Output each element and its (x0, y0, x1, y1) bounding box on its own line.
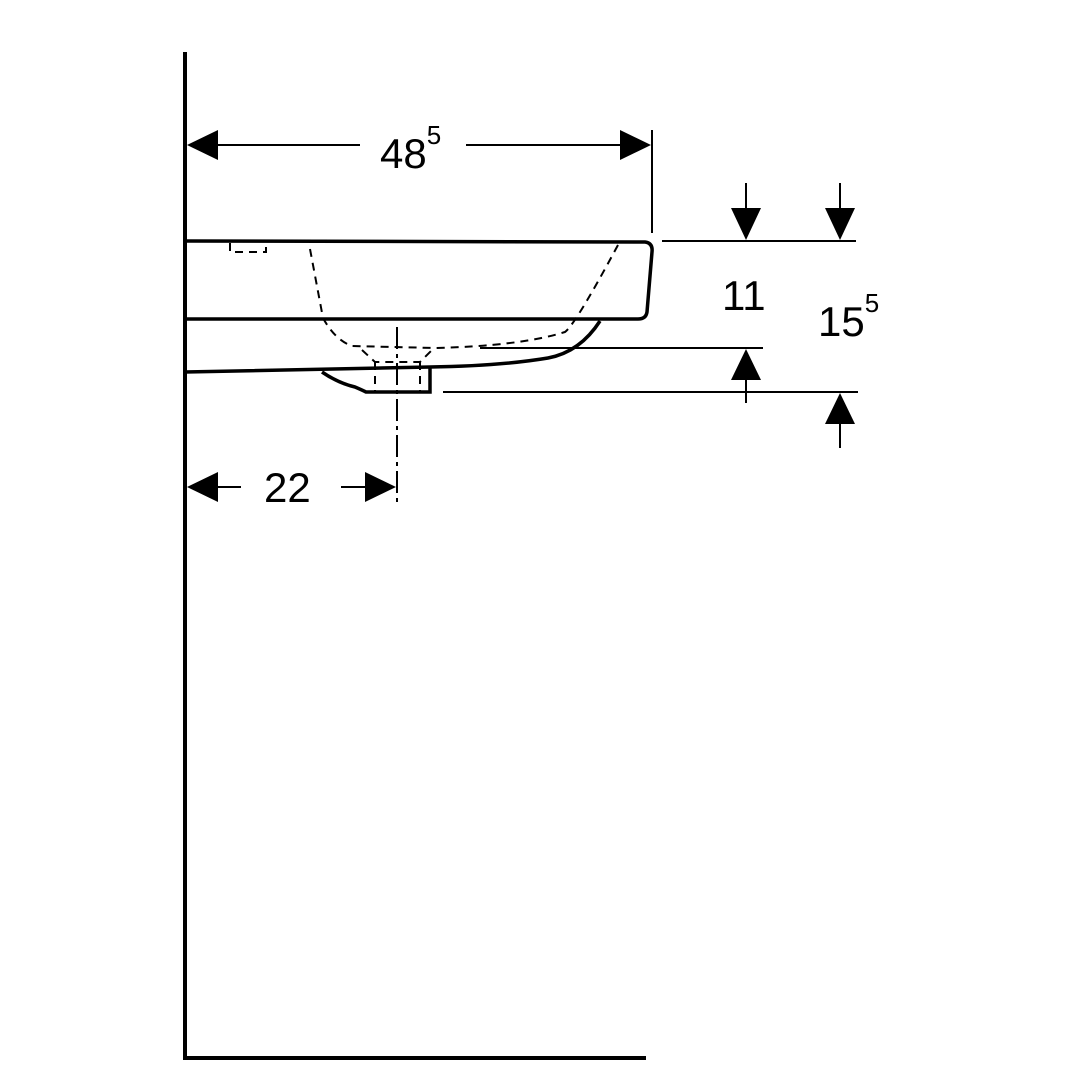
basin-underside (184, 320, 602, 374)
basin-outline (184, 239, 654, 321)
total-height-dimension: 155 (818, 288, 879, 345)
arrow-right-icon (365, 472, 396, 502)
arrow-right-icon (620, 130, 651, 160)
drain-body (321, 367, 432, 394)
arrow-down-icon (731, 208, 761, 240)
bowl-height-dimension: 11 (722, 272, 766, 319)
dimension-arrows (187, 130, 855, 502)
arrow-left-icon (187, 130, 218, 160)
arrow-down-icon (825, 208, 855, 240)
arrow-up-icon (731, 349, 761, 380)
width-dimension: 485 (380, 120, 441, 177)
drain-offset-dimension: 22 (264, 464, 311, 511)
arrow-up-icon (825, 393, 855, 424)
arrow-left-icon (187, 472, 218, 502)
dimension-lines (215, 130, 858, 488)
hidden-bowl-lines (229, 243, 619, 392)
